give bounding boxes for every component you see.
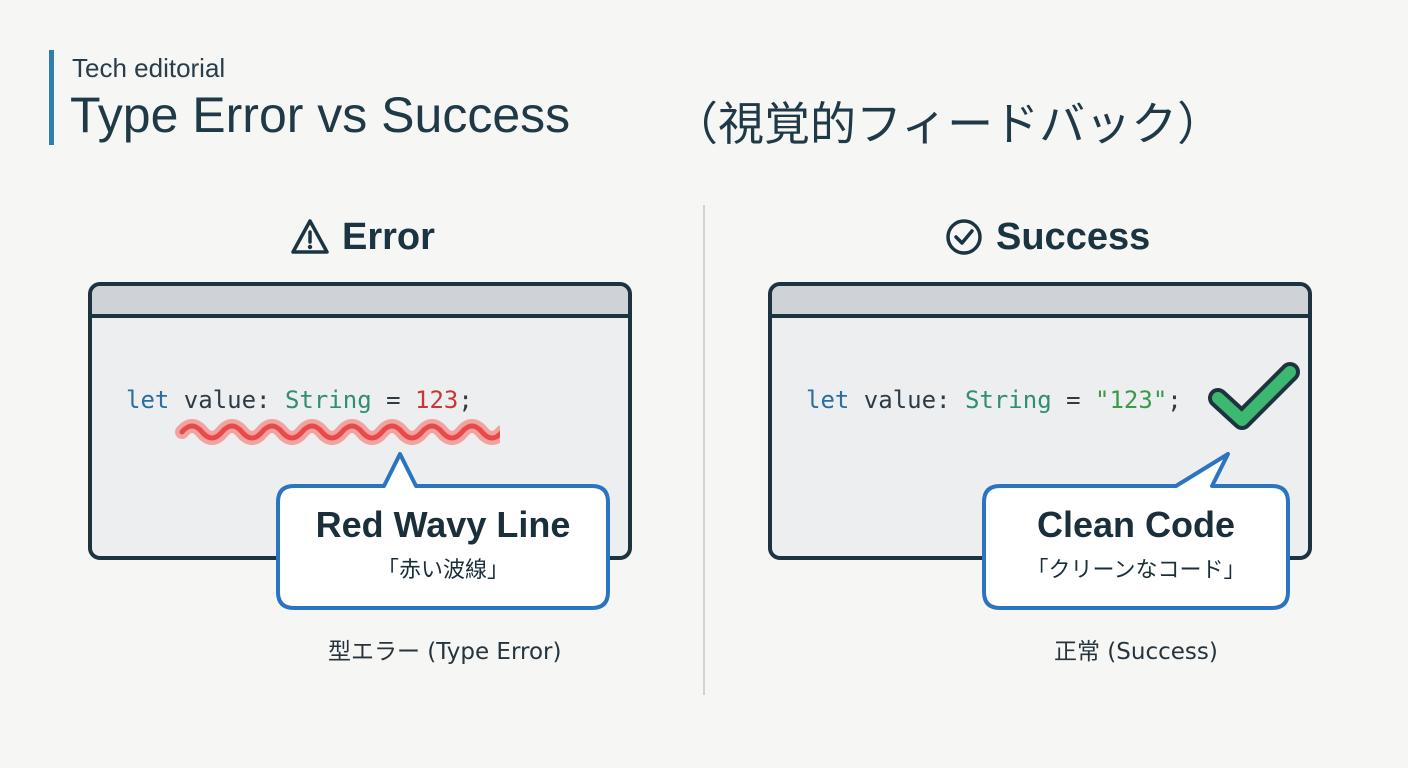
error-callout: Red Wavy Line 「赤い波線」 <box>274 452 612 612</box>
error-callout-subtitle: 「赤い波線」 <box>376 558 509 583</box>
code-keyword: let <box>806 386 850 414</box>
code-semicolon: ; <box>458 386 473 414</box>
success-caption: 正常 (Success) <box>1054 639 1218 665</box>
success-heading: Success <box>944 212 1150 262</box>
success-code-line: let value: String = "123"; <box>806 386 1182 414</box>
page-title-japanese: （視覚的フィードバック） <box>672 97 1224 151</box>
code-type: String <box>964 386 1052 414</box>
center-divider <box>703 205 705 695</box>
code-string-value: "123" <box>1095 386 1168 414</box>
success-callout-title: Clean Code <box>1036 504 1236 545</box>
code-type: String <box>284 386 372 414</box>
code-value: 123 <box>415 386 459 414</box>
error-callout-title: Red Wavy Line <box>315 504 571 545</box>
green-checkmark-icon <box>1208 362 1300 430</box>
success-callout: Clean Code 「クリーンなコード」 <box>980 452 1292 612</box>
error-heading: Error <box>290 212 435 262</box>
error-code-line: let value: String = 123; <box>126 386 473 414</box>
code-operator: = <box>371 386 416 414</box>
warning-triangle-icon <box>291 219 329 254</box>
code-identifier: value: <box>849 386 965 414</box>
code-semicolon: ; <box>1167 386 1182 414</box>
error-heading-label: Error <box>342 215 435 258</box>
success-editor-titlebar <box>772 286 1308 318</box>
code-keyword: let <box>126 386 170 414</box>
success-callout-subtitle: 「クリーンなコード」 <box>1026 558 1246 583</box>
header-accent-bar <box>49 50 54 145</box>
red-wavy-underline <box>175 419 500 445</box>
header-kicker: Tech editorial <box>72 53 226 83</box>
error-editor-titlebar <box>92 286 628 318</box>
error-caption: 型エラー (Type Error) <box>328 639 562 665</box>
page-title: Type Error vs Success <box>70 87 571 143</box>
check-circle-icon <box>946 219 982 255</box>
code-operator: = <box>1051 386 1096 414</box>
code-identifier: value: <box>169 386 285 414</box>
success-heading-label: Success <box>996 215 1151 258</box>
